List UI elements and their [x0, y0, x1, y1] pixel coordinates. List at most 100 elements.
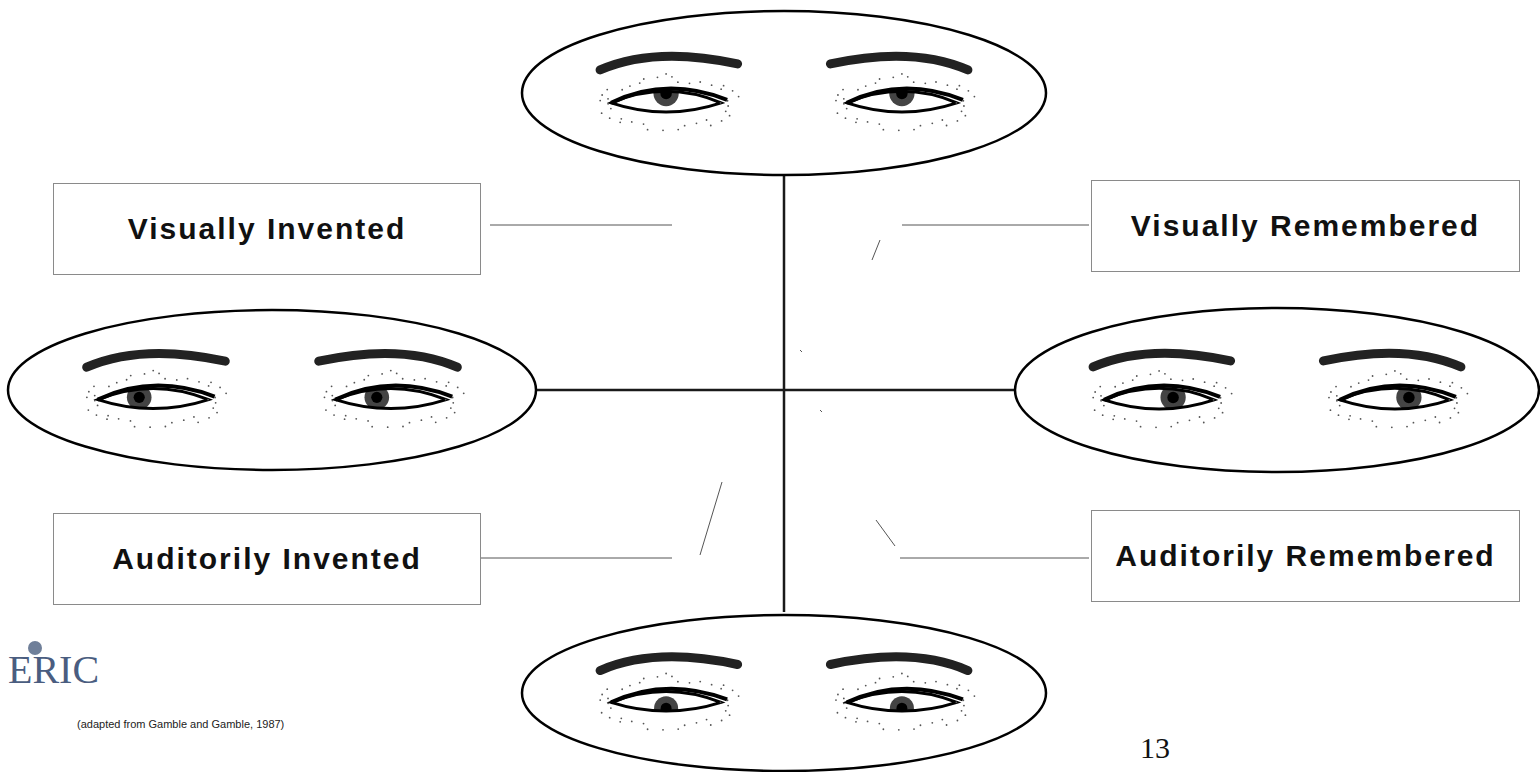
- label-box: Visually Invented: [53, 183, 481, 275]
- shading-dot: [601, 94, 603, 96]
- shading-dot: [727, 699, 729, 701]
- shading-dot: [1449, 385, 1451, 387]
- cue-label: Visually Invented: [128, 212, 407, 246]
- shading-dot: [208, 385, 210, 387]
- shading-dot: [1428, 378, 1430, 380]
- leader-line: [876, 520, 895, 546]
- shading-dot: [1336, 400, 1338, 402]
- shading-dot: [920, 125, 922, 127]
- shading-dot: [657, 676, 659, 678]
- shading-dot: [1440, 381, 1442, 383]
- shading-dot: [106, 418, 108, 420]
- cross-line: [783, 172, 786, 612]
- shading-dot: [1182, 379, 1184, 381]
- eyebrow: [1093, 353, 1231, 367]
- shading-dot: [450, 407, 452, 409]
- shading-dot: [875, 82, 877, 84]
- shading-dot: [607, 697, 609, 699]
- shading-dot: [1413, 422, 1415, 424]
- shading-dot: [334, 404, 336, 406]
- label-box: Auditorily Invented: [53, 513, 481, 605]
- shading-dot: [842, 89, 844, 91]
- shading-dot: [924, 682, 926, 684]
- shading-dot: [126, 379, 128, 381]
- cue-label: Auditorily Remembered: [1115, 539, 1495, 573]
- shading-dot: [620, 118, 622, 120]
- shading-dot: [183, 419, 185, 421]
- pupil: [134, 392, 145, 403]
- shading-dot: [176, 379, 178, 381]
- shading-dot: [901, 673, 903, 675]
- shading-dot: [331, 400, 333, 402]
- shading-dot: [846, 707, 848, 709]
- shading-dot: [116, 382, 118, 384]
- shading-dot: [647, 728, 649, 730]
- eyelash: [1104, 386, 1220, 400]
- shading-dot: [445, 399, 447, 401]
- shading-dot: [619, 121, 621, 123]
- shading-dot: [837, 694, 839, 696]
- pupil: [371, 392, 382, 403]
- shading-dot: [931, 722, 933, 724]
- shading-dot: [898, 729, 900, 731]
- shading-dot: [962, 100, 964, 102]
- eyebrow: [87, 353, 226, 367]
- shading-dot: [958, 85, 960, 87]
- shading-dot: [907, 76, 909, 78]
- shading-dot: [1225, 387, 1227, 389]
- shading-dot: [1456, 402, 1458, 404]
- shading-dot: [601, 112, 603, 114]
- oval-frame: [522, 11, 1046, 175]
- shading-dot: [371, 426, 373, 428]
- shading-dot: [671, 675, 673, 677]
- shading-dot: [130, 375, 132, 377]
- shading-dot: [947, 84, 949, 86]
- eyelash: [847, 89, 963, 103]
- shading-dot: [1218, 407, 1220, 409]
- shading-dot: [689, 682, 691, 684]
- shading-dot: [607, 702, 609, 704]
- eyebrow: [600, 56, 738, 70]
- shading-dot: [1371, 420, 1373, 422]
- shading-dot: [402, 378, 404, 380]
- shading-dot: [1339, 405, 1341, 407]
- shading-dot: [963, 705, 965, 707]
- shading-dot: [198, 381, 200, 383]
- leader-line: [900, 558, 1089, 559]
- shading-dot: [363, 379, 365, 381]
- shading-dot: [657, 76, 659, 78]
- shading-dot: [955, 701, 957, 703]
- shading-dot: [96, 414, 98, 416]
- shading-dot: [1140, 426, 1142, 428]
- shading-dot: [599, 699, 601, 701]
- shading-dot: [935, 681, 937, 683]
- shading-dot: [913, 728, 915, 730]
- shading-dot: [974, 695, 976, 697]
- shading-dot: [216, 412, 218, 414]
- shading-dot: [402, 426, 404, 428]
- shading-dot: [606, 89, 608, 91]
- cue-label: Auditorily Invented: [112, 542, 422, 576]
- shading-dot: [837, 712, 839, 714]
- cue-label: Visually Remembered: [1131, 209, 1480, 243]
- shading-dot: [325, 409, 327, 411]
- shading-dot: [1220, 402, 1222, 404]
- shading-dot: [729, 714, 731, 716]
- page-number: 13: [1140, 733, 1170, 763]
- shading-dot: [892, 76, 894, 78]
- shading-dot: [865, 85, 867, 87]
- shading-dot: [1136, 375, 1138, 377]
- shading-dot: [445, 385, 447, 387]
- shading-dot: [665, 673, 667, 675]
- cross-line: [533, 389, 1018, 392]
- shading-dot: [610, 707, 612, 709]
- shading-dot: [856, 118, 858, 120]
- shading-dot: [879, 678, 881, 680]
- shading-dot: [215, 402, 217, 404]
- shading-dot: [706, 719, 708, 721]
- shading-dot: [843, 697, 845, 699]
- eye-oval: [1015, 308, 1539, 472]
- shading-dot: [855, 721, 857, 723]
- shading-dot: [333, 414, 335, 416]
- logo-text: ERIC: [8, 650, 99, 690]
